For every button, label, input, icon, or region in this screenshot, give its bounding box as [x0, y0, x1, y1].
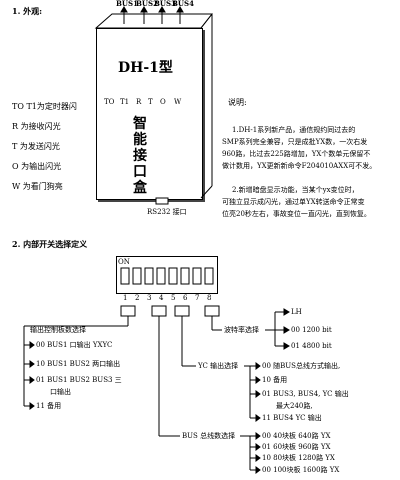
- bus-label-2: BUS2: [136, 0, 158, 8]
- device-name-char-5: 盒: [133, 180, 147, 196]
- dip-number: 6: [183, 294, 188, 302]
- notes-p2-line: 2.新增暗盘显示功能，当某个yx变位时，: [232, 186, 359, 194]
- output-title: 输出控制板数选择: [30, 326, 86, 334]
- notes-p2-line: 可独立显示成闪光，通过单YX转送命令正常变: [222, 198, 365, 206]
- notes-p1-line: 1.DH-1系列新产品，通信规约同过去的: [232, 126, 356, 134]
- led-label-to: TO: [104, 98, 115, 106]
- output-option: 00 BUS1 口输出 YXYC: [36, 341, 113, 349]
- bus-option: 01 60块板 960路 YX: [262, 443, 331, 451]
- dip-number: 7: [195, 294, 200, 302]
- led-label-t: T: [148, 98, 153, 106]
- bus-title: BUS 总线数选择: [182, 432, 236, 440]
- device-name-char-4: 口: [133, 164, 147, 180]
- section2-title: 2. 内部开关选择定义: [12, 239, 88, 249]
- yc-option: 最大240路,: [276, 402, 313, 410]
- device-model: DH-1型: [118, 60, 173, 76]
- output-option: 10 BUS1 BUS2 两口输出: [36, 360, 121, 368]
- baud-title: 波特率选择: [224, 326, 259, 334]
- bus-label-3: BUS3: [154, 0, 176, 8]
- dip-on-label: ON: [118, 258, 130, 266]
- legend-item: TO T1为定时器闪: [12, 102, 77, 111]
- output-option: 11 备用: [36, 402, 62, 410]
- dip-number: 1: [123, 294, 128, 302]
- dip-switch: [116, 256, 218, 294]
- yc-option: 00 随BUS总线方式输出,: [262, 362, 341, 370]
- yc-title: YC 输出选择: [198, 362, 239, 370]
- dip-number: 2: [135, 294, 140, 302]
- notes-p2-line: 位亮20秒左右，事故变位一直闪光，直到恢复。: [222, 210, 371, 218]
- device-name-char-1: 智: [133, 116, 147, 132]
- led-label-r: R: [136, 98, 142, 106]
- section1-title: 1. 外观:: [12, 6, 43, 16]
- output-option: 口输出: [50, 388, 71, 396]
- legend-item: O 为输出闪光: [12, 162, 62, 171]
- dip-number: 3: [147, 294, 152, 302]
- yc-option: 01 BUS3, BUS4, YC 输出: [262, 390, 349, 398]
- bus-option: 00 100块板 1600路 YX: [262, 466, 340, 474]
- output-option: 01 BUS1 BUS2 BUS3 三: [36, 376, 122, 384]
- bus-label-4: BUS4: [172, 0, 194, 8]
- led-label-t1: T1: [120, 98, 130, 106]
- baud-option: 00 1200 bit: [291, 326, 332, 334]
- notes-p1-line: 做计数用，YX更新新命令F204010AXX可不发。: [222, 162, 377, 170]
- notes-p1-line: 960路，比过去225路增加，YX个数单元保留不: [222, 150, 371, 158]
- notes-title: 说明:: [228, 98, 247, 107]
- legend-item: R 为接收闪光: [12, 122, 61, 131]
- baud-option: 01 4800 bit: [291, 342, 332, 350]
- bus-option: 10 80块板 1280路 YX: [262, 454, 335, 462]
- led-label-o: O: [160, 98, 166, 106]
- baud-lh: LH: [291, 308, 302, 316]
- dip-number: 8: [207, 294, 212, 302]
- device-name-char-2: 能: [133, 132, 147, 148]
- legend-item: W 为看门狗亮: [12, 182, 63, 191]
- bus-option: 00 40块板 640路 YX: [262, 432, 331, 440]
- yc-option: 10 备用: [262, 376, 288, 384]
- device-name-char-3: 接: [133, 148, 147, 164]
- dip-number: 5: [171, 294, 176, 302]
- dip-number: 4: [159, 294, 164, 302]
- device-box: [96, 28, 203, 200]
- bus-label-1: BUS1: [116, 0, 138, 8]
- notes-p1-line: SMP系列完全兼容，只是成批YX数，一次右发: [222, 138, 368, 146]
- led-label-w: W: [174, 98, 182, 106]
- rs232-port-label: RS232 接口: [147, 208, 187, 216]
- legend-item: T 为发送闪光: [12, 142, 60, 151]
- yc-option: 11 BUS4 YC 输出: [262, 414, 322, 422]
